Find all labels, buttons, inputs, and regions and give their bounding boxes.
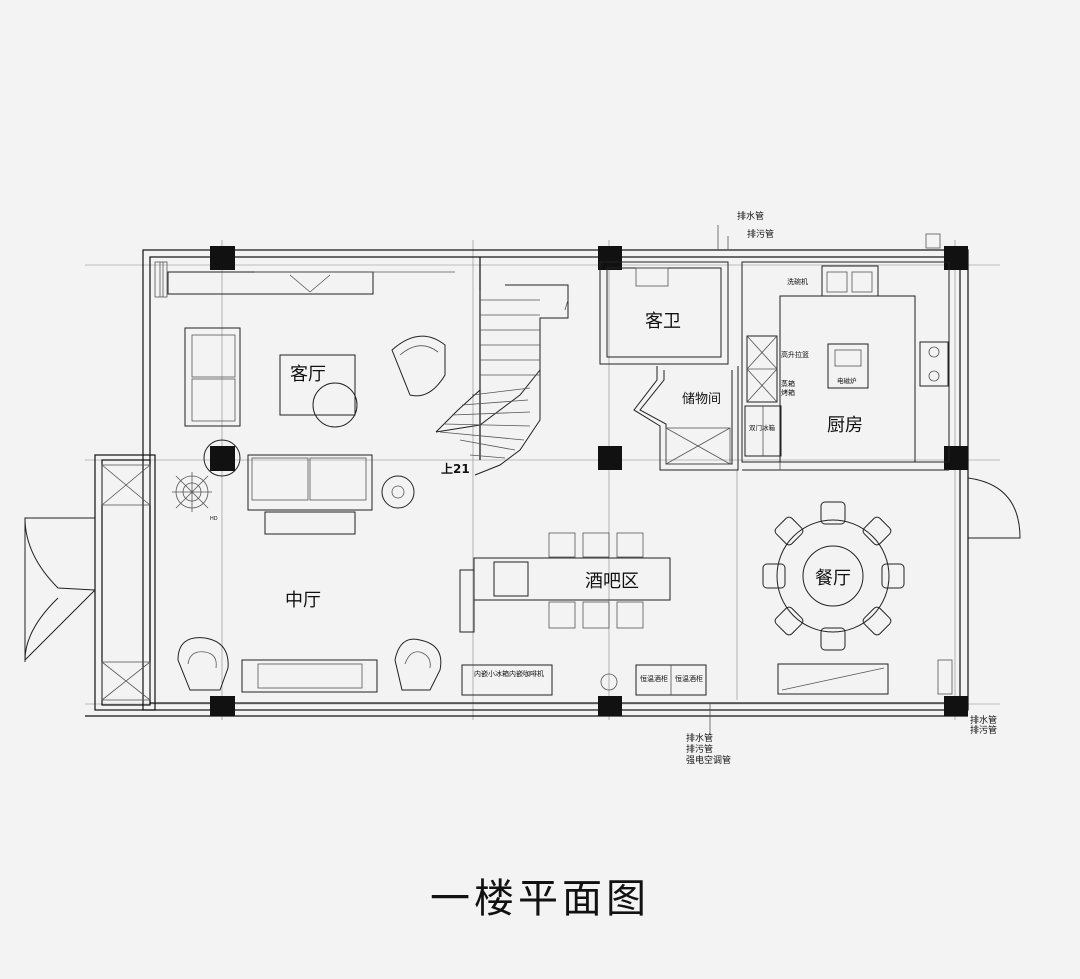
- bottom-drain-label: 排水管: [686, 732, 713, 744]
- bar-furniture: [459, 532, 707, 696]
- living-room-furniture: [184, 327, 446, 477]
- dishwasher-label: 洗碗机: [787, 277, 808, 286]
- staircase: [435, 284, 569, 476]
- wine-cabinet-1-label: 恒温酒柜: [640, 674, 668, 683]
- top-sewage-label: 排污管: [747, 228, 774, 240]
- pipe-markers: [709, 225, 941, 735]
- steamer-label: 蒸箱: [781, 379, 795, 388]
- right-sewage-label: 排污管: [970, 724, 997, 736]
- fridge-label: 双门冰箱: [749, 423, 776, 432]
- interior-walls: [154, 257, 950, 471]
- middle-hall-label: 中厅: [285, 590, 321, 611]
- living-room-label: 客厅: [290, 364, 326, 385]
- guest-bath-label: 客卫: [645, 311, 681, 332]
- drawing-title: 一楼平面图: [430, 876, 650, 922]
- wine-cabinet-2-label: 恒温酒柜: [675, 674, 703, 683]
- plant-tag: HD: [210, 516, 218, 522]
- lift-basket-label: 高升拉篮: [781, 350, 809, 359]
- built-in-appliance-label: 内嵌小冰箱内嵌咖啡机: [474, 669, 544, 678]
- outer-walls: [85, 249, 969, 717]
- kitchen-label: 厨房: [827, 415, 863, 436]
- top-drain-label: 排水管: [737, 210, 764, 222]
- bottom-sewage-label: 排污管: [686, 743, 713, 755]
- bottom-conduit-label: 强电空调管: [686, 754, 731, 766]
- bar-label: 酒吧区: [585, 571, 639, 592]
- columns: [210, 246, 968, 716]
- dining-label: 餐厅: [815, 568, 851, 589]
- stair-label: 上21: [441, 461, 470, 476]
- axis-lines: [85, 240, 1000, 720]
- storage-label: 储物间: [682, 392, 721, 407]
- dining-furniture: [762, 477, 1021, 695]
- middle-hall-furniture: [24, 454, 442, 701]
- induction-label: 电磁炉: [837, 376, 857, 385]
- oven-label: 烤箱: [781, 388, 795, 397]
- right-drain-label: 排水管: [970, 714, 997, 726]
